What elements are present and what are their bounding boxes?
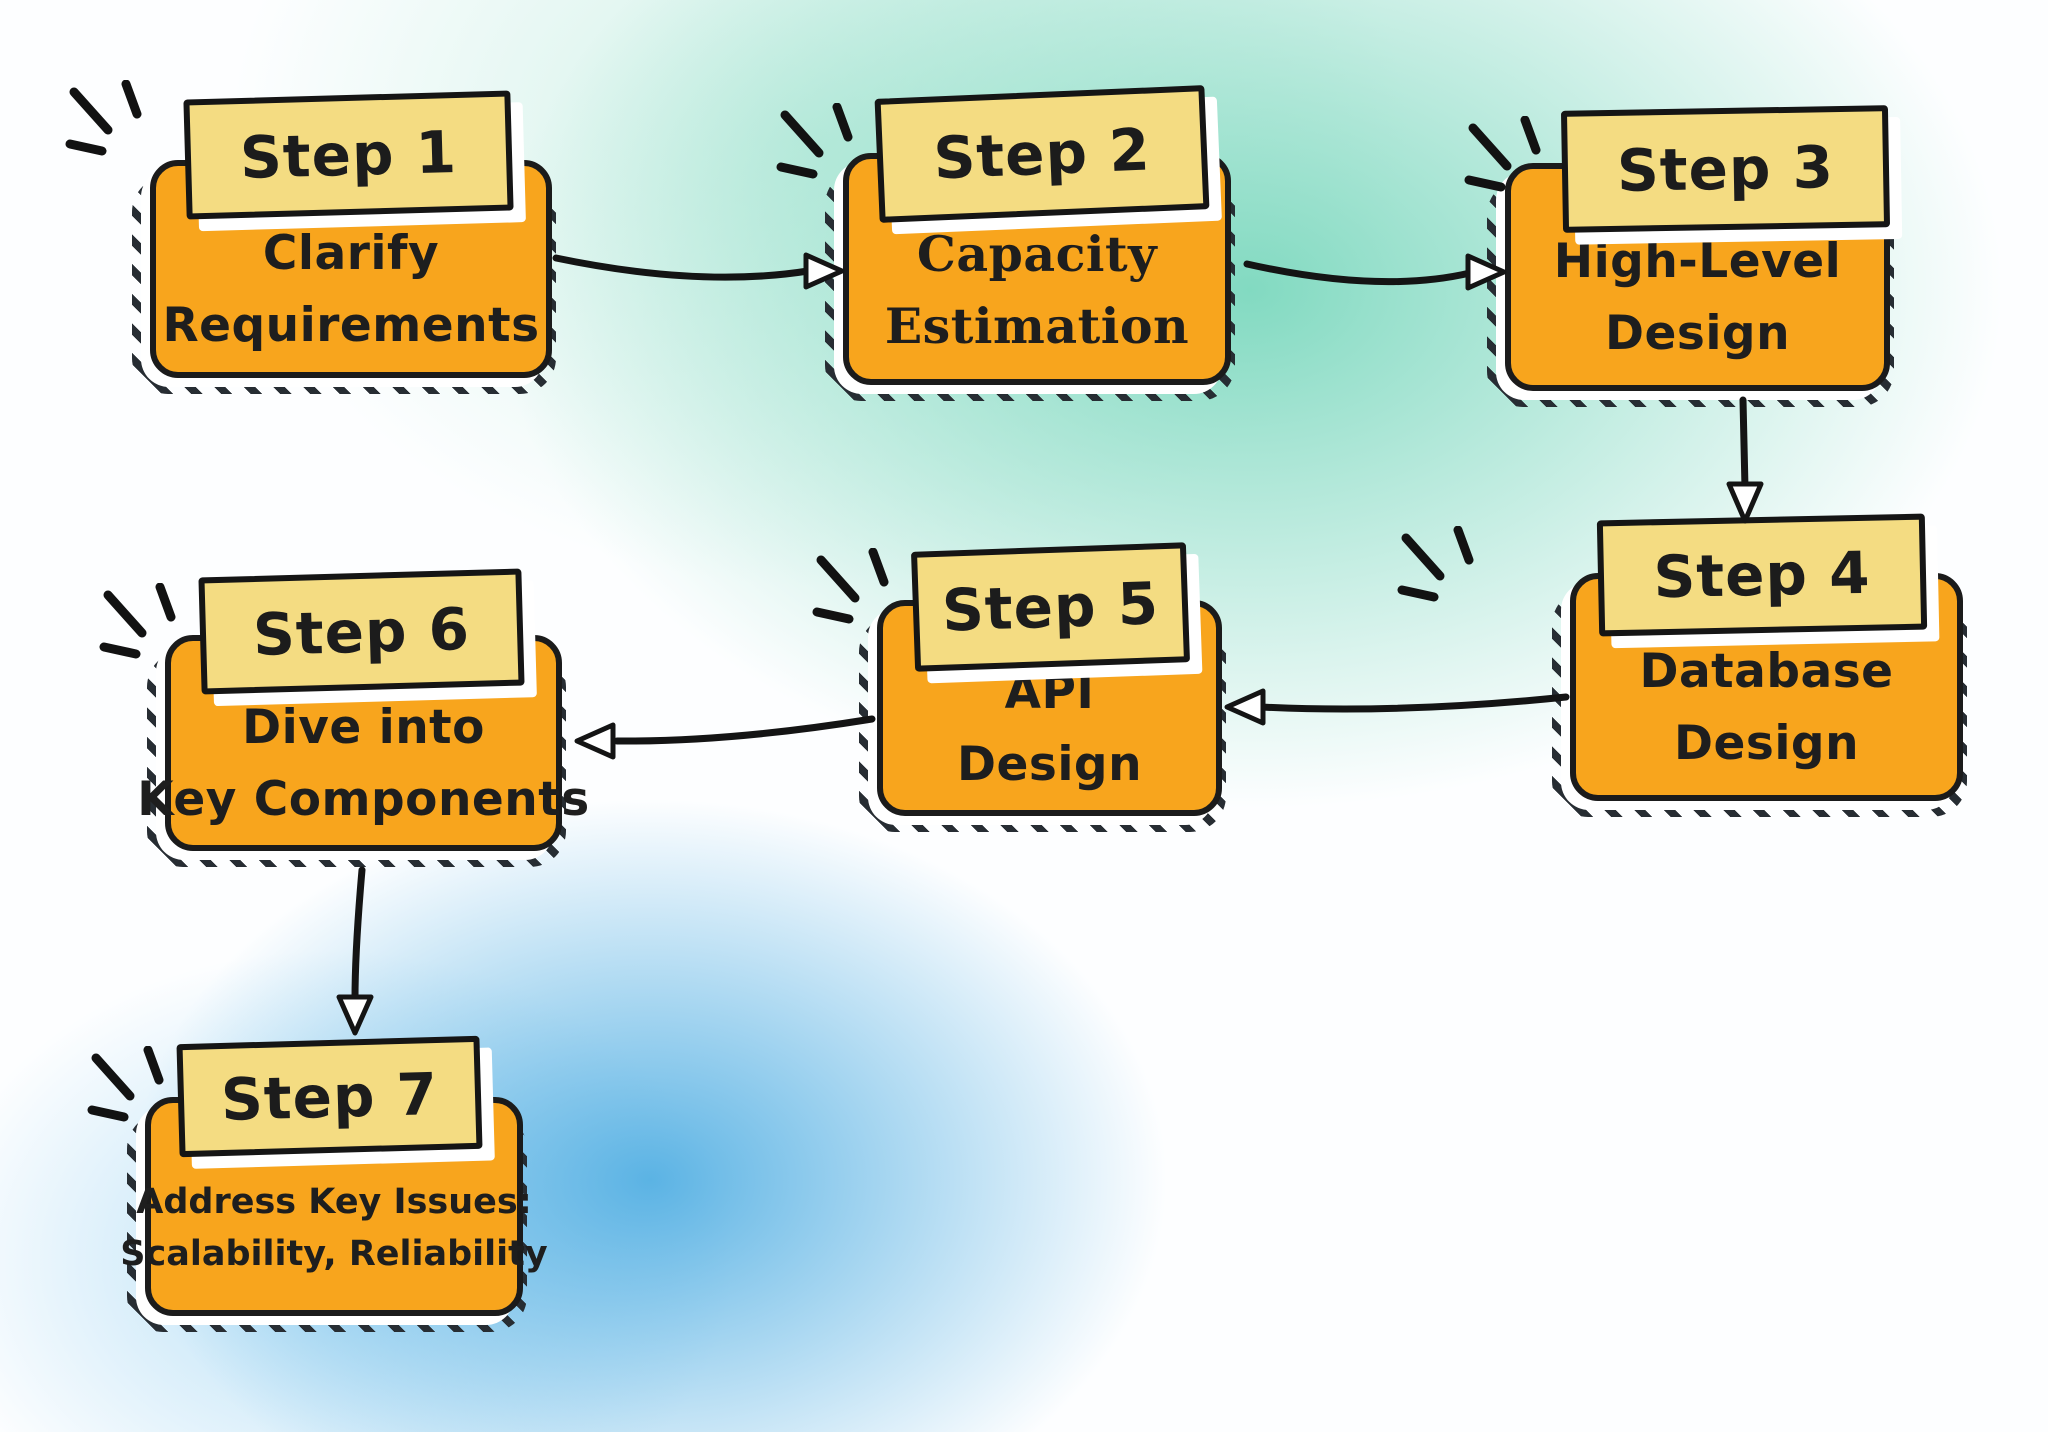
sparkle-icon	[812, 548, 889, 624]
step-label: Step 6	[198, 568, 525, 695]
step-body: API Design	[887, 654, 1212, 804]
step-title-line: Database	[1639, 644, 1894, 699]
arrow-step6-step7	[336, 866, 374, 1036]
step-3-node: High-Level Design Step 3	[1464, 105, 1894, 407]
step-label: Step 5	[910, 542, 1191, 672]
step-title-line: Scalability, Reliability	[120, 1233, 548, 1274]
step-title-line: Estimation	[884, 297, 1190, 355]
arrow-step5-step6	[574, 715, 876, 760]
step-title-line: Requirements	[162, 298, 540, 353]
step-6-node: Dive into Key Components Step 6	[99, 568, 589, 867]
step-body: Database Design	[1580, 627, 1953, 789]
step-body: Clarify Requirements	[160, 214, 542, 366]
step-title-line: Capacity	[916, 225, 1158, 283]
step-title-line: Design	[956, 737, 1143, 792]
sparkle-icon	[99, 583, 176, 659]
step-1-node: Clarify Requirements Step 1	[65, 80, 556, 394]
step-4-node: Database Design Step 4	[1397, 513, 1967, 817]
step-title-line: High-Level	[1553, 234, 1842, 289]
arrow-step1-step2	[552, 252, 845, 290]
step-title-line: Design	[1604, 306, 1791, 361]
step-body: Dive into Key Components	[137, 689, 589, 839]
step-body: Capacity Estimation	[853, 207, 1221, 373]
step-title-line: Clarify	[262, 226, 440, 281]
step-body: High-Level Design	[1515, 217, 1880, 379]
step-5-node: API Design Step 5	[812, 542, 1226, 832]
step-title-line: Design	[1673, 716, 1860, 771]
step-body: Address Key Issues: Scalability, Reliabi…	[120, 1151, 547, 1304]
arrow-step2-step3	[1243, 253, 1507, 291]
sparkle-icon	[87, 1046, 164, 1122]
step-label: Step 1	[183, 90, 514, 220]
sparkle-icon	[65, 80, 142, 156]
sparkle-icon	[776, 103, 853, 179]
step-title-line: Dive into	[242, 700, 485, 755]
step-title-line: Key Components	[137, 772, 590, 827]
step-label: Step 2	[874, 85, 1210, 223]
step-label: Step 7	[176, 1035, 483, 1158]
sparkle-icon	[1397, 526, 1474, 602]
step-title-line: Address Key Issues:	[136, 1181, 532, 1222]
step-title-line: API	[1004, 665, 1095, 720]
step-2-node: Capacity Estimation Step 2	[776, 85, 1235, 401]
step-label: Step 3	[1560, 105, 1891, 233]
arrow-step3-step4	[1726, 396, 1764, 524]
sparkle-icon	[1464, 116, 1541, 192]
step-label: Step 4	[1596, 513, 1928, 637]
arrow-step4-step5	[1224, 688, 1570, 726]
step-7-node: Address Key Issues: Scalability, Reliabi…	[87, 1035, 548, 1332]
